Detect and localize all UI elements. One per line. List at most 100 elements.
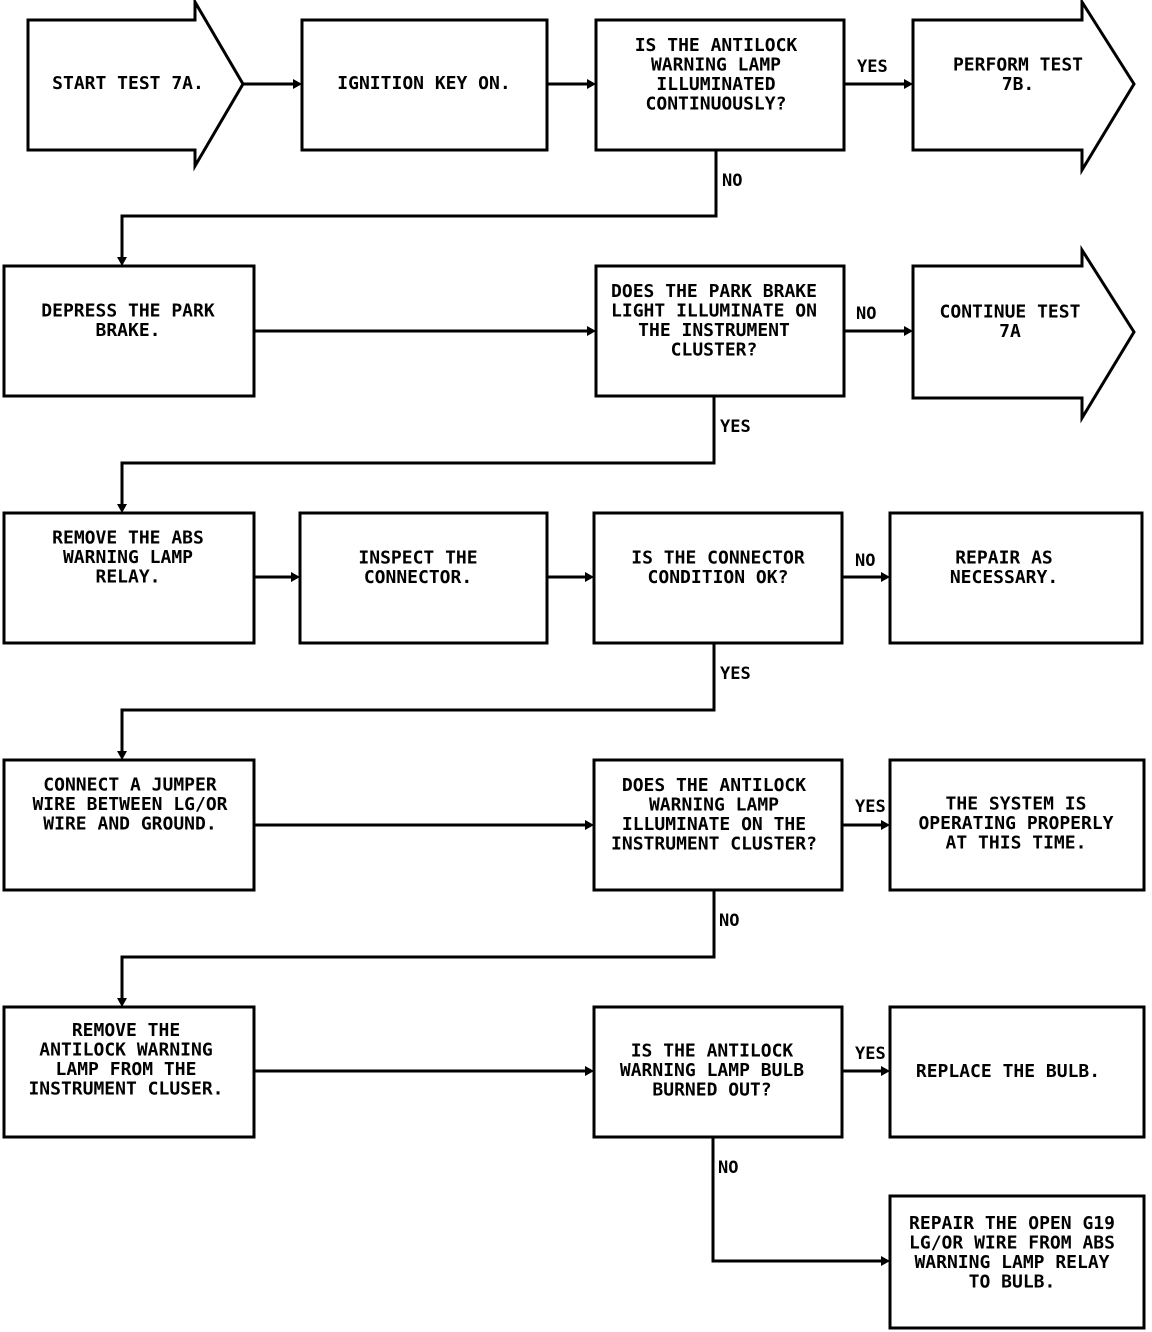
arrowhead-repair-open	[881, 1256, 890, 1266]
node-text-line: IS THE ANTILOCK	[635, 35, 798, 56]
node-text-line: THE SYSTEM IS	[946, 794, 1087, 815]
node-text-line: DEPRESS THE PARK	[41, 300, 215, 321]
arrowhead-inspect	[291, 572, 300, 582]
system-operating-properly-node	[888, 758, 1146, 892]
node-text-line: DOES THE ANTILOCK	[622, 775, 806, 796]
node-text-line: LIGHT ILLUMINATE ON	[611, 300, 817, 321]
node-text-line: WARNING LAMP BULB	[620, 1060, 804, 1081]
node-text-line: OPERATING PROPERLY	[918, 813, 1113, 834]
node-text-line: 7A	[999, 321, 1021, 342]
node-text-line: WIRE BETWEEN LG/OR	[32, 794, 227, 815]
node-text-line: START TEST 7A.	[52, 73, 204, 94]
antilock-lamp-continuous-decision	[594, 18, 846, 152]
arrowhead-perform-7b	[904, 79, 913, 89]
arrowhead-remove-lamp	[117, 998, 127, 1007]
node-text-line: RELAY.	[95, 567, 160, 588]
branch-label-no-2: NO	[856, 304, 876, 324]
branch-label-no-5: NO	[718, 1158, 738, 1178]
branch-label-yes-1: YES	[857, 57, 888, 77]
node-text-line: CONDITION OK?	[648, 567, 789, 588]
node-text-line: REPAIR AS	[955, 547, 1053, 568]
ignition-key-on-text: IGNITION KEY ON.	[337, 73, 510, 94]
node-text-line: ILLUMINATED	[656, 74, 775, 95]
node-text-line: PERFORM TEST	[953, 54, 1083, 75]
node-text-line: THE INSTRUMENT	[638, 320, 790, 341]
depress-park-brake-node	[2, 264, 256, 398]
node-text-line: WARNING LAMP	[63, 547, 193, 568]
node-text-line: WARNING LAMP	[649, 794, 779, 815]
arrowhead-remove-relay	[117, 504, 127, 513]
connector-park-yes-to-remove-relay	[120, 396, 716, 506]
node-text-line: CONTINUOUSLY?	[646, 93, 787, 114]
branch-label-yes-4: YES	[855, 797, 886, 817]
start-test-7a-text: START TEST 7A.	[52, 73, 204, 94]
node-text-line: IS THE CONNECTOR	[631, 547, 805, 568]
continue-test-7a-node	[911, 244, 1136, 424]
node-text-line: INSTRUMENT CLUSTER?	[611, 833, 817, 854]
arrowhead-illuminate-decision	[585, 820, 594, 830]
antilock-lamp-illuminate-decision	[592, 758, 844, 892]
node-text-line: REPLACE THE BULB.	[916, 1061, 1100, 1082]
node-text-line: CLUSTER?	[671, 339, 758, 360]
node-text-line: CONNECT A JUMPER	[43, 775, 217, 796]
arrowhead-repair-as-necessary	[881, 572, 890, 582]
remove-abs-relay-node	[2, 511, 256, 645]
branch-label-yes-5: YES	[855, 1044, 886, 1064]
node-text-line: ANTILOCK WARNING	[39, 1039, 212, 1060]
replace-bulb-node	[888, 1005, 1146, 1139]
branch-label-no-3: NO	[855, 551, 875, 571]
node-text-line: WIRE AND GROUND.	[43, 814, 216, 835]
node-text-line: WARNING LAMP RELAY	[914, 1252, 1109, 1273]
node-text-line: NECESSARY.	[950, 567, 1058, 588]
node-text-line: 7B.	[1002, 74, 1035, 95]
arrowhead-bulb-decision	[585, 1066, 594, 1076]
node-text-line: LG/OR WIRE FROM ABS	[909, 1232, 1115, 1253]
repair-open-wire-node	[888, 1194, 1146, 1330]
node-text-line: DOES THE PARK BRAKE	[611, 281, 817, 302]
node-text-line: REMOVE THE	[72, 1020, 180, 1041]
remove-antilock-lamp-node	[2, 1005, 256, 1139]
repair-as-necessary-node	[888, 511, 1144, 645]
node-text-line: WARNING LAMP	[651, 54, 781, 75]
arrowhead-ignition	[293, 79, 302, 89]
node-text-line: INSPECT THE	[358, 547, 477, 568]
node-text-line: BRAKE.	[95, 320, 160, 341]
node-text-line: IGNITION KEY ON.	[337, 73, 510, 94]
perform-test-7b-node	[911, 0, 1136, 176]
node-text-line: REMOVE THE ABS	[52, 528, 204, 549]
branch-label-no-4: NO	[719, 911, 739, 931]
arrowhead-jumper	[117, 751, 127, 760]
connector-condition-yes-to-jumper	[120, 643, 716, 753]
node-text-line: CONNECTOR.	[364, 567, 472, 588]
ignition-key-on-node	[300, 18, 549, 152]
node-text-line: IS THE ANTILOCK	[631, 1041, 794, 1062]
replace-bulb-text: REPLACE THE BULB.	[916, 1061, 1100, 1082]
arrowhead-continue-7a	[904, 326, 913, 336]
arrowhead-lamp-decision	[587, 79, 596, 89]
arrowhead-park-decision	[587, 326, 596, 336]
node-text-line: AT THIS TIME.	[946, 833, 1087, 854]
connect-jumper-node	[2, 758, 256, 892]
park-brake-light-decision	[594, 264, 846, 398]
node-text-line: TO BULB.	[969, 1271, 1056, 1292]
node-text-line: REPAIR THE OPEN G19	[909, 1213, 1115, 1234]
connector-bulb-no-to-repair-open	[711, 1137, 883, 1263]
arrowhead-condition	[585, 572, 594, 582]
start-test-7a-node	[26, 0, 245, 172]
bulb-burned-out-decision	[592, 1005, 844, 1139]
branch-label-no-1: NO	[722, 171, 742, 191]
branch-label-yes-2: YES	[720, 417, 751, 437]
branch-label-yes-3: YES	[720, 664, 751, 684]
node-text-line: ILLUMINATE ON THE	[622, 814, 806, 835]
